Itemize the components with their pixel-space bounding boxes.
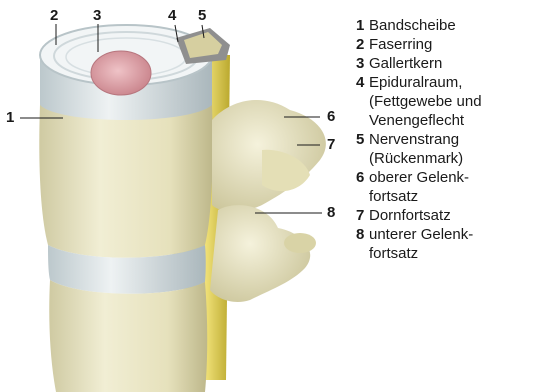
callout-6: 6 [327, 109, 335, 124]
legend-number: 5 [356, 130, 364, 149]
legend-number: 3 [356, 54, 364, 73]
legend-label: Nervenstrang [369, 131, 459, 148]
callout-5: 5 [198, 8, 206, 23]
callout-7: 7 [327, 137, 335, 152]
callout-3: 3 [93, 8, 101, 23]
legend-label: fortsatz [369, 245, 418, 262]
legend-number: 7 [356, 206, 364, 225]
legend-label: unterer Gelenk- [369, 226, 473, 243]
legend-number: 4 [356, 73, 364, 92]
legend-item-4: 4 Epiduralraum, (Fettgewebe undVenengeflec… [356, 73, 546, 130]
legend-label: oberer Gelenk- [369, 169, 469, 186]
legend-item-7: 7 Dornfortsatz [356, 206, 546, 225]
legend-number: 2 [356, 35, 364, 54]
callout-8: 8 [327, 205, 335, 220]
legend-label: Bandscheibe [369, 17, 456, 34]
legend-item-6: 6 oberer Gelenk-fortsatz [356, 168, 546, 206]
legend-item-8: 8 unterer Gelenk-fortsatz [356, 225, 546, 263]
legend-label: Gallertkern [369, 55, 442, 72]
upper-vertebra-body [39, 105, 212, 258]
vertebral-processes [210, 100, 326, 302]
legend-label: Epiduralraum, [369, 74, 462, 91]
legend-label: fortsatz [369, 188, 418, 205]
legend-label: (Fettgewebe und [369, 93, 482, 110]
legend-number: 1 [356, 16, 364, 35]
callout-1: 1 [6, 110, 14, 125]
callout-2: 2 [50, 8, 58, 23]
legend-item-2: 2 Faserring [356, 35, 546, 54]
legend: 1 Bandscheibe 2 Faserring 3 Gallertkern 4 Ep… [356, 16, 546, 263]
legend-item-5: 5 Nervenstrang (Rückenmark) [356, 130, 546, 168]
legend-item-1: 1 Bandscheibe [356, 16, 546, 35]
legend-item-3: 3 Gallertkern [356, 54, 546, 73]
nucleus-pulposus [91, 51, 151, 95]
lower-vertebra-body [49, 280, 207, 392]
legend-number: 8 [356, 225, 364, 244]
legend-label: Faserring [369, 36, 432, 53]
legend-label: Venengeflecht [369, 112, 464, 129]
legend-label: (Rückenmark) [369, 150, 463, 167]
callout-4: 4 [168, 8, 176, 23]
legend-number: 6 [356, 168, 364, 187]
legend-label: Dornfortsatz [369, 207, 451, 224]
